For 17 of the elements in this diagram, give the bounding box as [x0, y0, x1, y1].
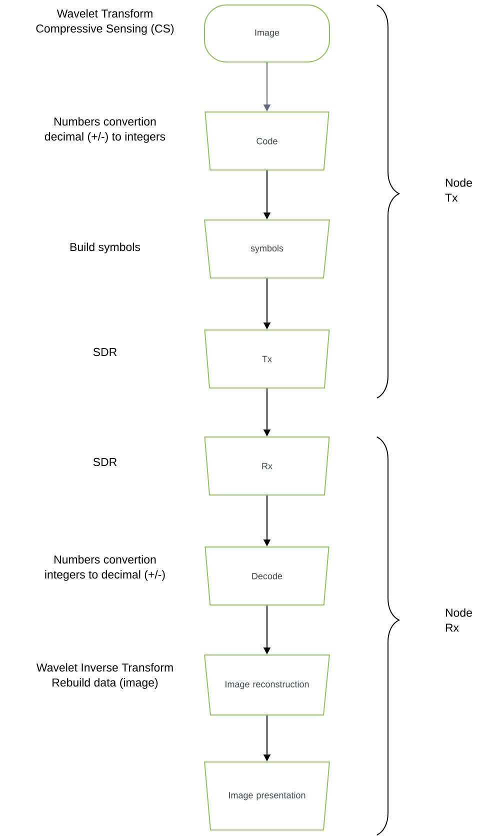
side-note: SDR	[93, 458, 117, 466]
group-label: Node Rx	[446, 608, 472, 632]
side-note: Numbers convertion integers to decimal (+/-)	[45, 555, 165, 581]
trapezoid-box: Image reconstruction	[204, 654, 330, 716]
trapezoid-box: Decode	[204, 546, 330, 606]
trapezoid-box: Code	[204, 112, 330, 170]
trapezoid-box: Image presentation	[204, 762, 330, 830]
side-note: Build symbols	[70, 242, 140, 254]
side-note: Wavelet Inverse Transform Rebuild data (image)	[36, 663, 173, 689]
trapezoid-box: Rx	[204, 436, 330, 496]
side-note: Wavelet Transform Compressive Sensing (CS)	[36, 9, 174, 35]
trapezoid-box: Tx	[204, 330, 330, 388]
trapezoid-box: symbols	[204, 220, 330, 278]
side-note: SDR	[93, 348, 117, 356]
terminal-box: Image	[204, 4, 330, 62]
group-label: Node Tx	[445, 178, 472, 202]
side-note: Numbers convertion decimal (+/-) to integers	[44, 117, 166, 143]
